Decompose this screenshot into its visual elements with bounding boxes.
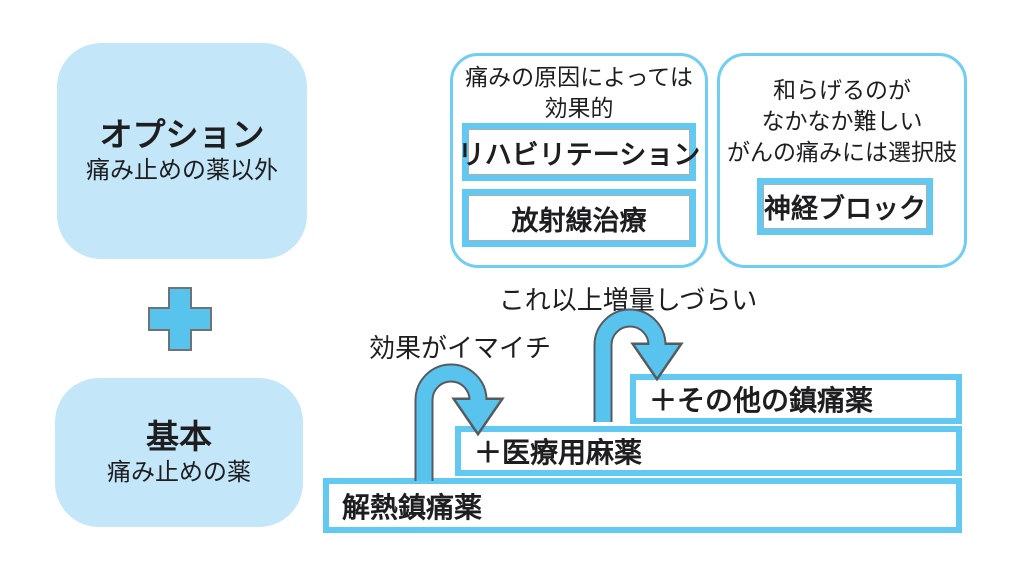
- ladder-step-label: 解熱鎮痛薬: [342, 491, 483, 523]
- arrow-label-insufficient-effect: 効果がイマイチ: [369, 333, 552, 363]
- option-group-effective-card: 痛みの原因によっては 効果的 リハビリテーション 放射線治療: [450, 53, 708, 268]
- step-up-arrow-icon: [584, 300, 694, 430]
- option-group-nerve-block-card: 和らげるのが なかなか難しい がんの痛みには選択肢 神経ブロック: [717, 53, 967, 268]
- caption-line: がんの痛みには選択肢: [727, 139, 957, 165]
- treatment-box-nerve-block: 神経ブロック: [757, 178, 933, 235]
- treatment-label: 神経ブロック: [764, 194, 926, 224]
- ladder-step-medical-narcotic: ＋医療用麻薬: [455, 426, 962, 476]
- basic-card: 基本 痛み止めの薬: [55, 378, 303, 527]
- caption-line: なかなか難しい: [761, 108, 923, 134]
- basic-card-title: 基本: [146, 417, 212, 455]
- treatment-box-rehabilitation: リハビリテーション: [458, 123, 700, 181]
- ladder-step-label: ＋医療用麻薬: [474, 437, 643, 468]
- plus-icon: [146, 285, 214, 353]
- option-card-title: オプション: [99, 116, 265, 153]
- ladder-step-antipyretic-analgesic: 解熱鎮痛薬: [323, 478, 962, 533]
- treatment-label: 放射線治療: [511, 205, 647, 236]
- ladder-step-label: ＋その他の鎮痛薬: [649, 385, 874, 416]
- option-card: オプション 痛み止めの薬以外: [57, 43, 307, 259]
- treatment-box-radiation: 放射線治療: [462, 189, 696, 247]
- caption-line: 和らげるのが: [773, 77, 911, 103]
- caption-line: 効果的: [544, 95, 614, 121]
- step-up-arrow-icon: [405, 355, 515, 490]
- ladder-step-other-analgesic: ＋その他の鎮痛薬: [630, 374, 962, 424]
- treatment-label: リハビリテーション: [457, 139, 701, 170]
- group-caption: 痛みの原因によっては 効果的: [453, 62, 705, 124]
- caption-line: 痛みの原因によっては: [465, 64, 693, 90]
- group-caption: 和らげるのが なかなか難しい がんの痛みには選択肢: [720, 75, 964, 168]
- basic-card-subtitle: 痛み止めの薬: [107, 458, 251, 486]
- option-card-subtitle: 痛み止めの薬以外: [86, 157, 278, 184]
